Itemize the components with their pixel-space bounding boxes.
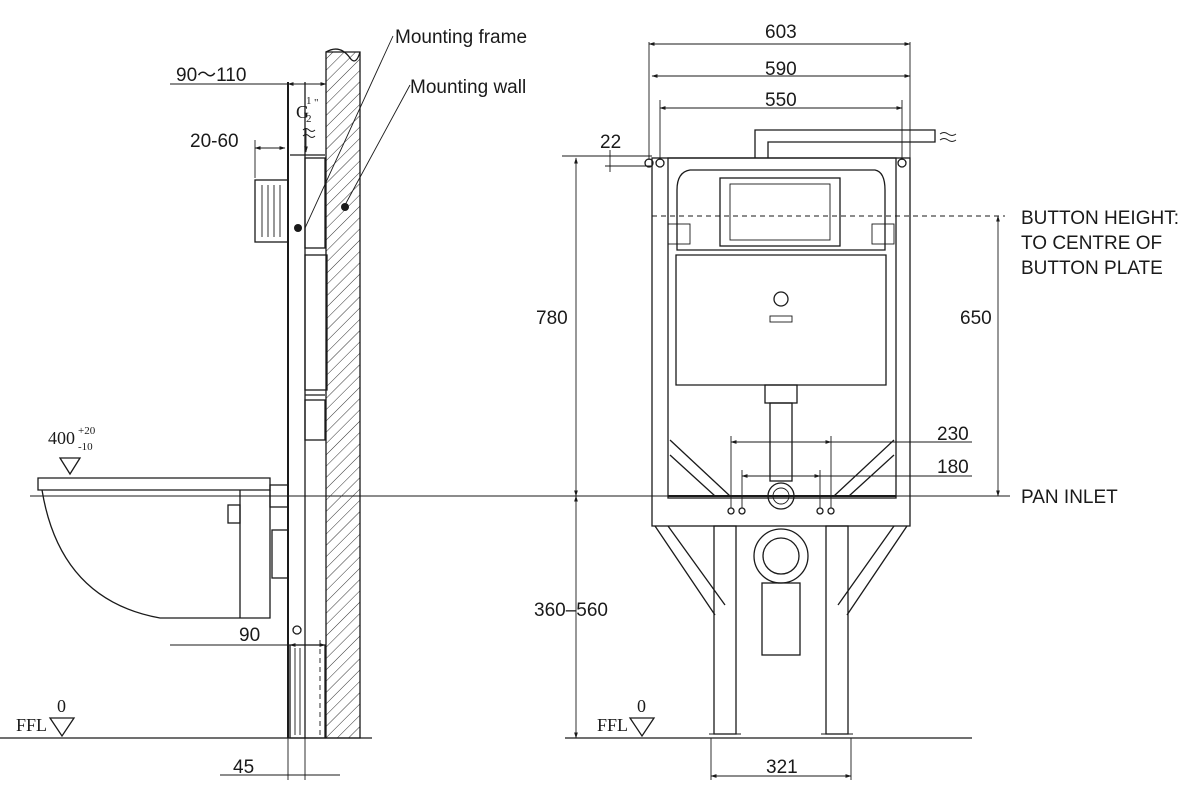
dim-90-110: 90～110 bbox=[176, 65, 246, 86]
inlet-size-g: G bbox=[296, 102, 309, 122]
dim-400-tol-up: +20 bbox=[78, 425, 96, 437]
dim-22: 22 bbox=[600, 132, 621, 153]
ffl-value-left: 0 bbox=[57, 696, 66, 716]
dim-780: 780 bbox=[536, 308, 568, 329]
inlet-size-unit: " bbox=[314, 97, 319, 109]
dim-400: 400 bbox=[48, 428, 75, 448]
label-mounting-frame: Mounting frame bbox=[395, 27, 527, 48]
ffl-label-right: FFL bbox=[597, 715, 628, 735]
dim-360-560: 360–560 bbox=[534, 600, 608, 621]
wc-pan bbox=[37, 477, 289, 619]
label-mounting-wall: Mounting wall bbox=[410, 77, 526, 98]
side-view bbox=[0, 35, 1010, 780]
dim-20-60: 20-60 bbox=[190, 131, 239, 152]
dim-230: 230 bbox=[937, 424, 969, 445]
dim-550: 550 bbox=[765, 90, 797, 111]
front-view bbox=[562, 42, 1005, 780]
label-button-height-3: BUTTON PLATE bbox=[1021, 258, 1163, 279]
label-button-height-2: TO CENTRE OF bbox=[1021, 233, 1162, 254]
dim-45: 45 bbox=[233, 757, 254, 778]
dim-650: 650 bbox=[960, 308, 992, 329]
inlet-size-num: 1 bbox=[306, 95, 312, 107]
ffl-label-left: FFL bbox=[16, 715, 47, 735]
mounting-wall bbox=[325, 51, 361, 739]
label-button-height-1: BUTTON HEIGHT: bbox=[1021, 208, 1179, 229]
dim-590: 590 bbox=[765, 59, 797, 80]
ffl-value-right: 0 bbox=[637, 696, 646, 716]
dim-180: 180 bbox=[937, 457, 969, 478]
dim-400-tol-down: -10 bbox=[78, 441, 93, 453]
flush-button-side bbox=[254, 179, 289, 243]
dim-321: 321 bbox=[766, 757, 798, 778]
mounting-frame-side bbox=[287, 82, 328, 739]
cistern-front bbox=[667, 129, 957, 656]
dim-603: 603 bbox=[765, 22, 797, 43]
inlet-size-den: 2 bbox=[306, 113, 312, 125]
dim-90: 90 bbox=[239, 625, 260, 646]
mounting-frame-front bbox=[644, 157, 911, 735]
label-pan-inlet: PAN INLET bbox=[1021, 487, 1118, 508]
